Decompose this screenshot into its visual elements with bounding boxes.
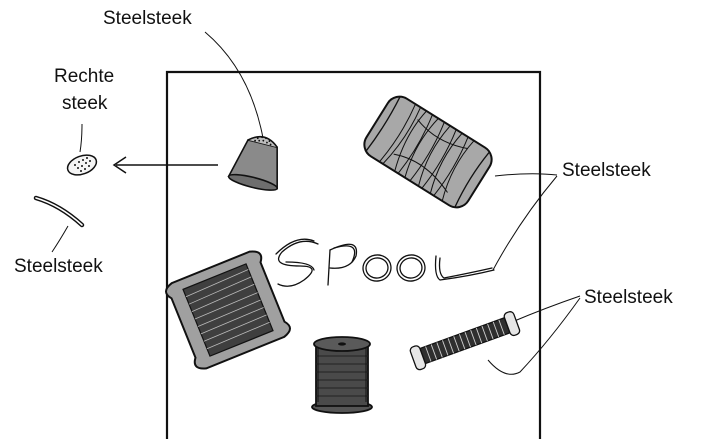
spool-writing <box>276 239 494 286</box>
leader-spool-2 <box>493 176 557 270</box>
thimble-top-icon <box>65 151 99 178</box>
thread-spool-icon <box>312 337 372 413</box>
label-large-spool: Steelsteek <box>562 160 651 182</box>
thimble-rim-icon <box>36 198 82 225</box>
leader-small-1 <box>512 296 580 322</box>
leader-thimble <box>205 32 263 138</box>
leader-spool-1 <box>495 174 557 176</box>
label-thimble-rim: Steelsteek <box>14 256 103 278</box>
leader-rechte-steek <box>80 124 82 152</box>
label-rechte-line2: steek <box>62 93 107 115</box>
bobbin-icon <box>164 248 293 371</box>
label-rechte-line1: Rechte <box>54 66 114 88</box>
label-thimble: Steelsteek <box>103 8 192 30</box>
thimble-icon <box>227 131 288 193</box>
label-small-spool: Steelsteek <box>584 287 673 309</box>
large-spool-icon <box>359 91 497 212</box>
leader-rim <box>52 226 68 252</box>
small-spool-icon <box>409 311 521 371</box>
